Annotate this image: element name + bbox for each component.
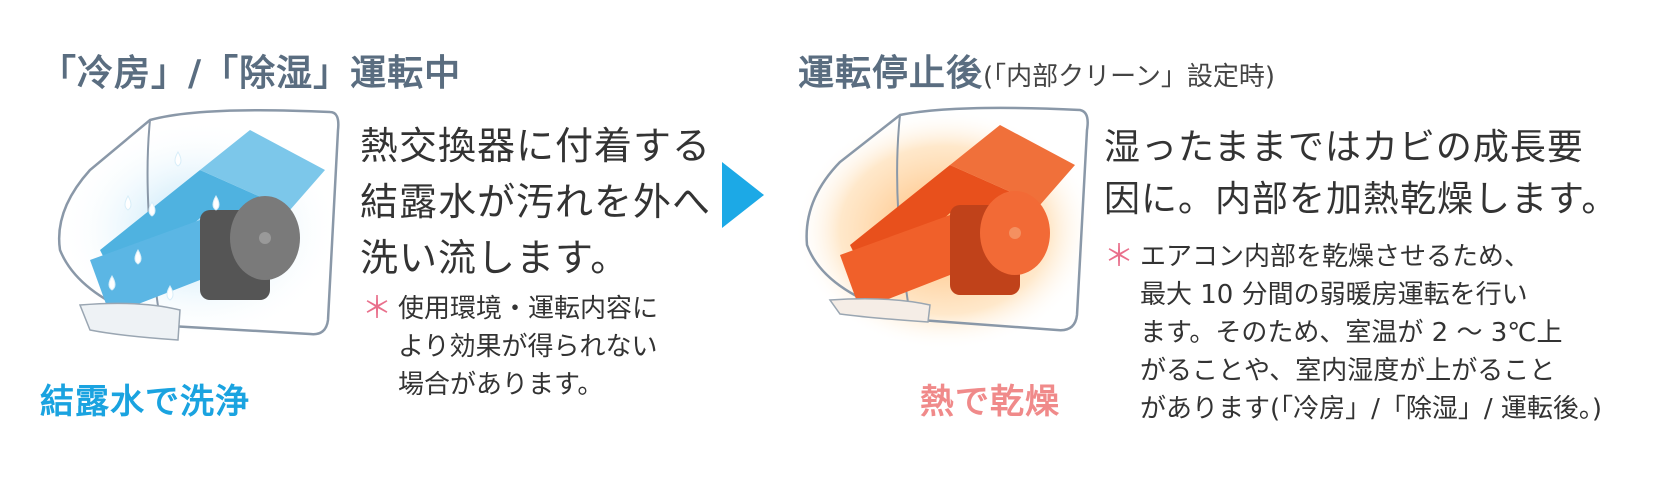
right-note: ＊ エアコン内部を乾燥させるため、 最大 10 分間の弱暖房運転を行い ます。そ…: [1104, 239, 1603, 424]
fan-icon: [950, 191, 1050, 295]
right-caption: 熱で乾燥: [920, 382, 1060, 422]
left-heading: 「冷房」/「除湿」運転中: [40, 53, 462, 94]
water-drop-icon: [108, 151, 220, 301]
arrow-right-icon: [720, 160, 766, 230]
asterisk-icon: ＊: [362, 291, 392, 326]
asterisk-icon: ＊: [1104, 239, 1134, 274]
fan-icon: [200, 196, 300, 300]
right-heading: 運転停止後(「内部クリーン」設定時): [798, 53, 1276, 94]
left-note: ＊ 使用環境・運転内容に より効果が得られない 場合があります。: [362, 291, 659, 400]
ac-wash-illustration: [50, 100, 340, 360]
left-caption: 結露水で洗浄: [40, 382, 250, 422]
left-description: 熱交換器に付着する 結露水が汚れを外へ 洗い流します。: [360, 124, 712, 280]
right-description: 湿ったままではカビの成長要 因に。内部を加熱乾燥します。: [1104, 127, 1619, 220]
ac-dry-illustration: [795, 100, 1095, 350]
